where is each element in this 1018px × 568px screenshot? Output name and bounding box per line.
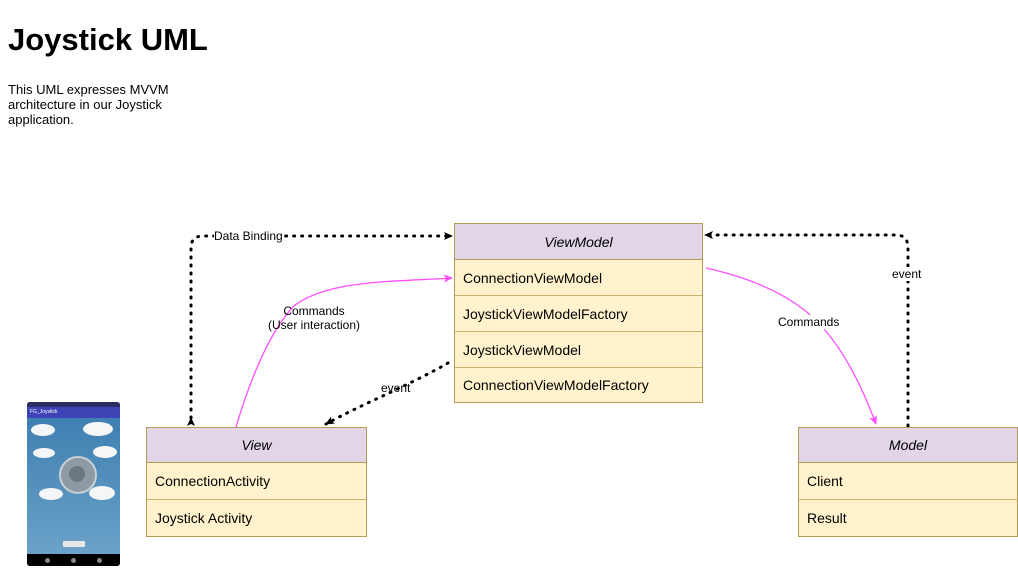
commands-user-interaction-label: Commands (User interaction) [268, 304, 361, 332]
model-member: Result [807, 510, 847, 526]
back-icon [45, 558, 50, 563]
phone-screen [27, 418, 120, 554]
view-class: View ConnectionActivity Joystick Activit… [146, 427, 367, 537]
app-screenshot-thumbnail: FG_Joystick [27, 402, 120, 566]
cloud-icon [33, 448, 55, 458]
event-model-label: event [892, 267, 922, 281]
phone-status-bar [27, 402, 120, 407]
data-binding-label: Data Binding [214, 229, 283, 243]
cloud-icon [39, 488, 63, 500]
model-member: Client [799, 463, 1017, 500]
joystick-knob-icon [69, 466, 85, 482]
viewmodel-member: JoystickViewModelFactory [455, 296, 702, 332]
viewmodel-member: ConnectionViewModel [455, 260, 702, 296]
phone-nav-bar [27, 554, 120, 566]
view-member: Joystick Activity [155, 510, 253, 526]
cloud-icon [83, 422, 113, 436]
page-description: This UML expresses MVVM architecture in … [8, 82, 169, 127]
commands-view-connector [235, 274, 453, 428]
viewmodel-class: ViewModel ConnectionViewModel JoystickVi… [454, 223, 703, 403]
viewmodel-member: ConnectionViewModelFactory [463, 377, 649, 393]
view-class-header: View [147, 428, 366, 463]
cloud-icon [93, 446, 117, 458]
event-view-connector [324, 361, 450, 426]
event-model-connector [703, 231, 910, 428]
data-binding-connector [187, 232, 454, 426]
event-view-label: event [381, 381, 411, 395]
connect-button-icon [63, 541, 85, 547]
model-class-header: Model [799, 428, 1017, 463]
viewmodel-member: JoystickViewModel [455, 332, 702, 368]
page-title: Joystick UML [8, 22, 208, 57]
recents-icon [97, 558, 102, 563]
cloud-icon [89, 486, 115, 500]
home-icon [71, 558, 76, 563]
commands-model-label: Commands [778, 315, 840, 329]
commands-model-connector [705, 267, 877, 425]
viewmodel-class-header: ViewModel [455, 224, 702, 260]
view-member: ConnectionActivity [147, 463, 366, 500]
phone-app-bar: FG_Joystick [27, 407, 120, 418]
cloud-icon [31, 424, 55, 436]
model-class: Model Client Result [798, 427, 1018, 537]
